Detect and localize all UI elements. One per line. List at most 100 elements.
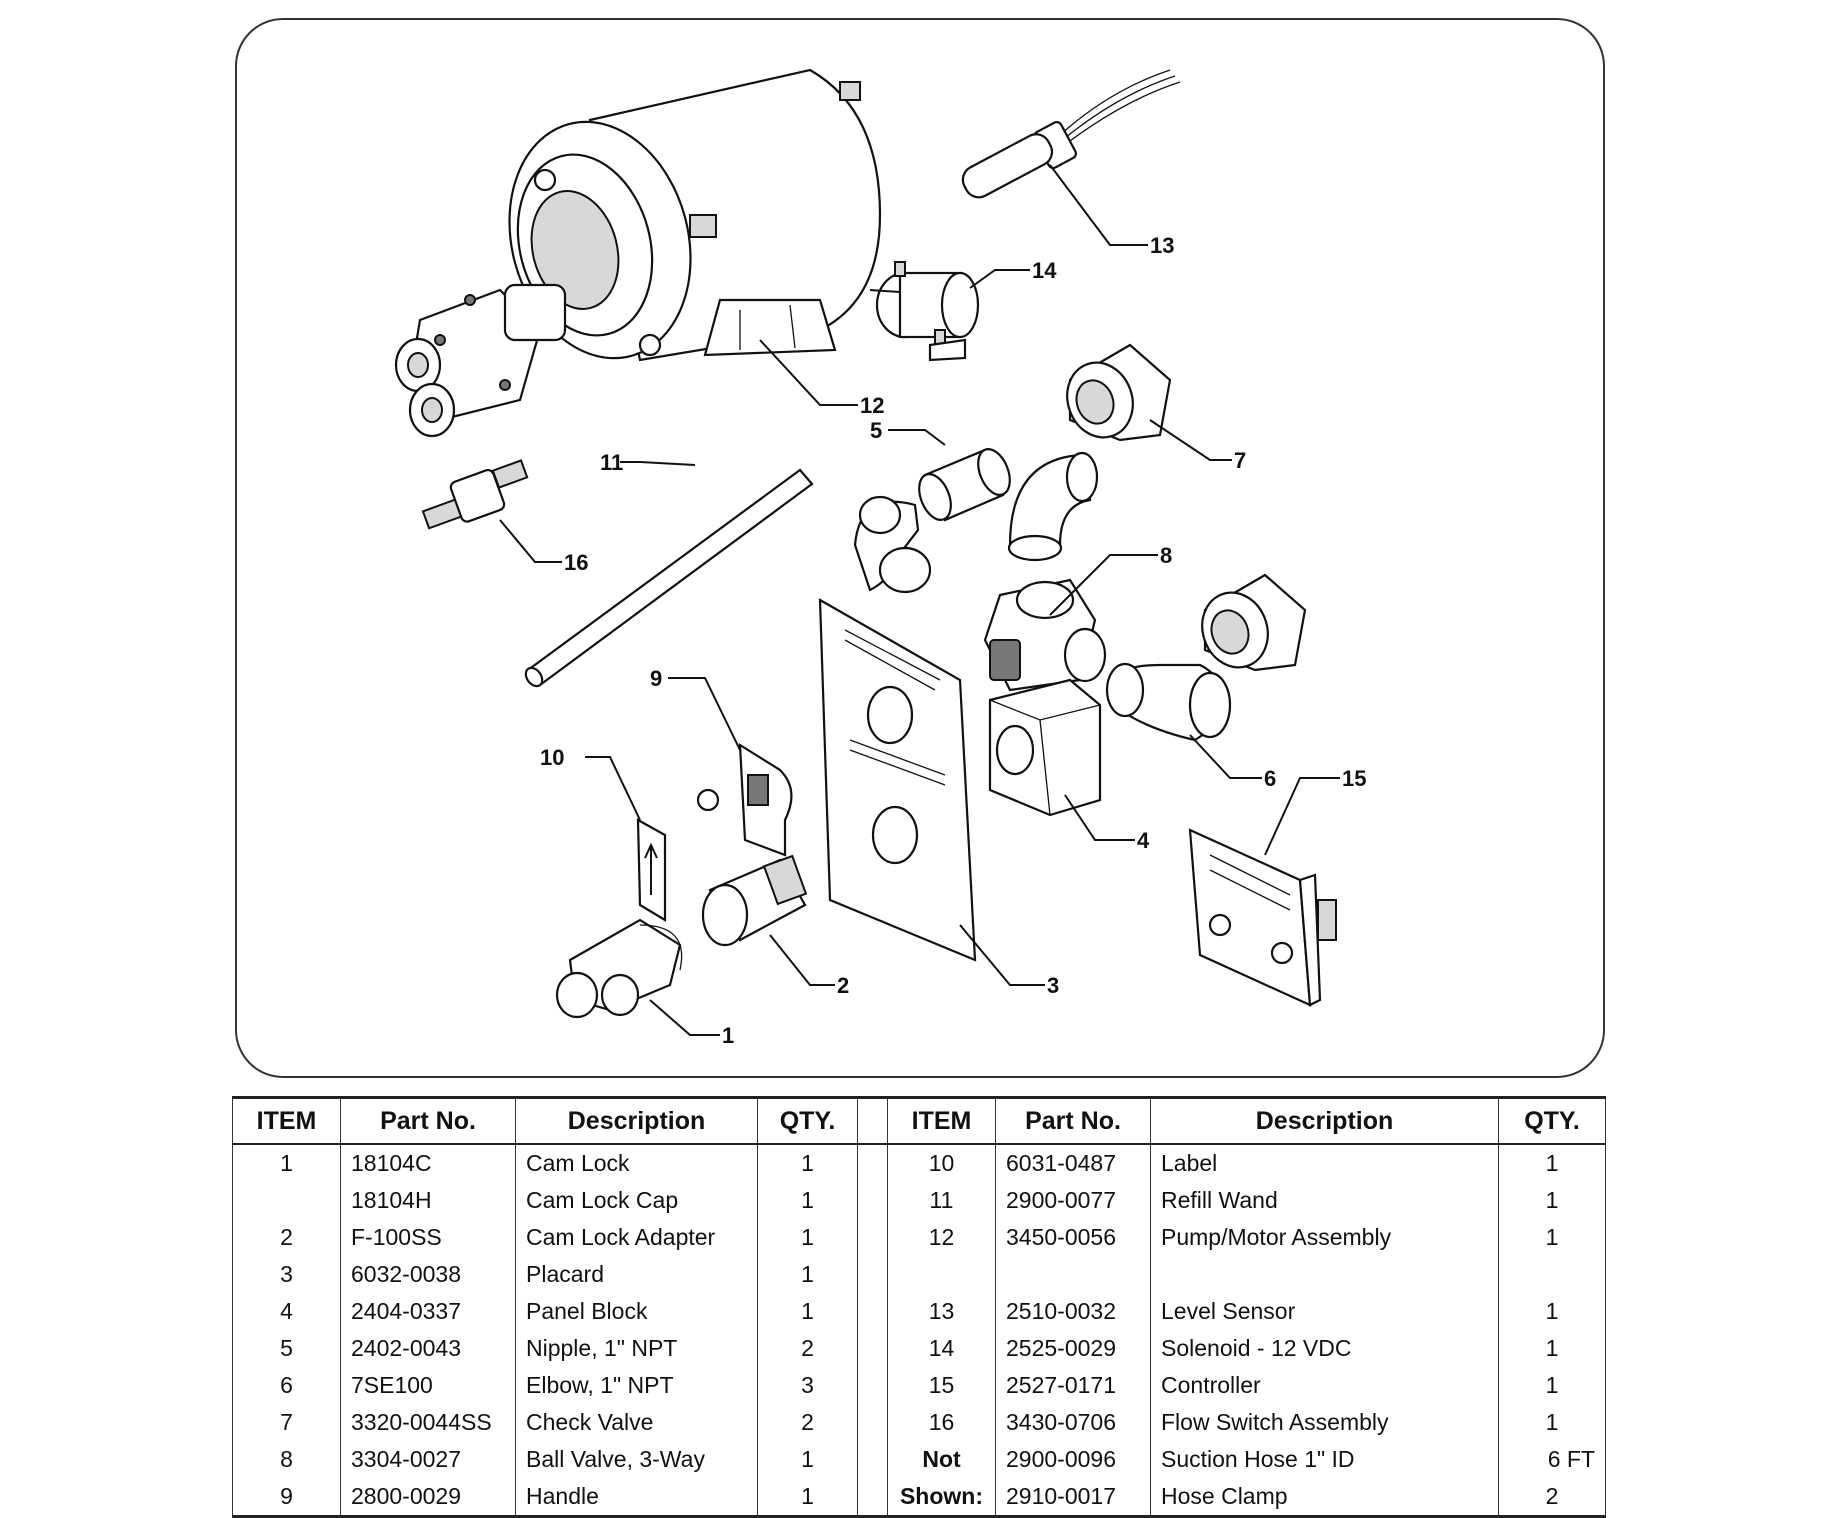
header-item-left: ITEM — [232, 1097, 341, 1144]
qty-cell: 6 FT — [1498, 1441, 1606, 1478]
spacer-cell — [857, 1256, 888, 1293]
description-cell — [1150, 1256, 1499, 1293]
elbow-upper — [1007, 451, 1099, 562]
qty-cell: 2 — [1498, 1478, 1606, 1518]
ball-valve — [983, 578, 1107, 692]
shown-label: Shown: — [887, 1478, 996, 1518]
level-sensor — [961, 69, 1181, 199]
table-row: 7 3320-0044SS Check Valve 2 16 3430-0706… — [232, 1404, 1606, 1441]
description-cell: Panel Block — [515, 1293, 758, 1330]
callout-9: 9 — [650, 666, 662, 691]
part-no-cell: 2404-0337 — [340, 1293, 516, 1330]
item-cell: 2 — [232, 1219, 341, 1256]
part-no-cell: 3430-0706 — [995, 1404, 1151, 1441]
item-cell — [887, 1256, 996, 1293]
qty-cell: 1 — [1498, 1367, 1606, 1404]
label-arrow — [636, 818, 667, 922]
qty-cell: 1 — [757, 1144, 858, 1182]
table-row: 4 2404-0337 Panel Block 1 13 2510-0032 L… — [232, 1293, 1606, 1330]
exploded-parts-diagram: 13 14 12 7 5 11 16 8 6 4 15 9 10 3 2 1 — [394, 68, 1366, 1048]
description-cell: Refill Wand — [1150, 1182, 1499, 1219]
item-cell: 12 — [887, 1219, 996, 1256]
nipple — [918, 448, 1011, 522]
spacer-cell — [857, 1404, 888, 1441]
spacer-cell — [857, 1478, 888, 1518]
part-no-cell: 2900-0077 — [995, 1182, 1151, 1219]
callout-5: 5 — [870, 418, 882, 443]
part-no-cell — [995, 1256, 1151, 1293]
qty-cell: 1 — [757, 1478, 858, 1518]
item-cell: 10 — [887, 1144, 996, 1182]
item-cell: 13 — [887, 1293, 996, 1330]
qty-cell: 1 — [1498, 1182, 1606, 1219]
spacer-cell — [857, 1441, 888, 1478]
item-cell — [232, 1182, 341, 1219]
table-row: 8 3304-0027 Ball Valve, 3-Way 1 Not 2900… — [232, 1441, 1606, 1478]
controller — [1188, 828, 1337, 1007]
part-no-cell: 2525-0029 — [995, 1330, 1151, 1367]
qty-cell: 1 — [757, 1441, 858, 1478]
description-cell: Level Sensor — [1150, 1293, 1499, 1330]
qty-cell: 1 — [757, 1256, 858, 1293]
callout-7: 7 — [1234, 448, 1246, 473]
table-row: 5 2402-0043 Nipple, 1" NPT 2 14 2525-002… — [232, 1330, 1606, 1367]
not-shown-label: Not — [887, 1441, 996, 1478]
table-row: 6 7SE100 Elbow, 1" NPT 3 15 2527-0171 Co… — [232, 1367, 1606, 1404]
callout-14: 14 — [1032, 258, 1057, 283]
header-item-right: ITEM — [887, 1097, 996, 1144]
check-valve-upper — [1066, 343, 1172, 442]
header-part-no-left: Part No. — [340, 1097, 516, 1144]
elbow-left — [853, 495, 932, 594]
refill-wand — [524, 468, 814, 688]
table-row: 9 2800-0029 Handle 1 Shown: 2910-0017 Ho… — [232, 1478, 1606, 1518]
callout-3: 3 — [1047, 973, 1059, 998]
description-cell: Hose Clamp — [1150, 1478, 1499, 1518]
callout-10: 10 — [540, 745, 564, 770]
part-no-cell: 2527-0171 — [995, 1367, 1151, 1404]
part-no-cell: 6031-0487 — [995, 1144, 1151, 1182]
item-cell: 15 — [887, 1367, 996, 1404]
description-cell: Pump/Motor Assembly — [1150, 1219, 1499, 1256]
spacer-cell — [857, 1182, 888, 1219]
qty-cell: 2 — [757, 1330, 858, 1367]
header-spacer — [857, 1097, 888, 1144]
part-no-cell: 18104C — [340, 1144, 516, 1182]
part-no-cell: 3450-0056 — [995, 1219, 1151, 1256]
item-cell: 9 — [232, 1478, 341, 1518]
description-cell: Suction Hose 1" ID — [1150, 1441, 1499, 1478]
qty-cell: 3 — [757, 1367, 858, 1404]
qty-cell: 1 — [1498, 1219, 1606, 1256]
spacer-cell — [857, 1144, 888, 1182]
check-valve-lower — [1201, 573, 1307, 672]
qty-cell — [1498, 1256, 1606, 1293]
callout-numbers: 13 14 12 7 5 11 16 8 6 4 15 9 10 3 2 1 — [540, 233, 1366, 1048]
description-cell: Check Valve — [515, 1404, 758, 1441]
item-cell: 3 — [232, 1256, 341, 1293]
item-cell: 16 — [887, 1404, 996, 1441]
qty-cell: 1 — [1498, 1330, 1606, 1367]
callout-11: 11 — [600, 450, 623, 475]
item-cell: 14 — [887, 1330, 996, 1367]
description-cell: Cam Lock Cap — [515, 1182, 758, 1219]
description-cell: Ball Valve, 3-Way — [515, 1441, 758, 1478]
qty-cell: 1 — [757, 1219, 858, 1256]
part-no-cell: 2402-0043 — [340, 1330, 516, 1367]
callout-12: 12 — [860, 393, 884, 418]
qty-cell: 1 — [1498, 1144, 1606, 1182]
item-cell: 5 — [232, 1330, 341, 1367]
handle — [696, 742, 793, 857]
spacer-cell — [857, 1219, 888, 1256]
header-part-no-right: Part No. — [995, 1097, 1151, 1144]
description-cell: Elbow, 1" NPT — [515, 1367, 758, 1404]
callout-8: 8 — [1160, 543, 1172, 568]
description-cell: Controller — [1150, 1367, 1499, 1404]
cam-lock-adapter — [701, 854, 808, 947]
description-cell: Label — [1150, 1144, 1499, 1182]
placard — [818, 598, 977, 962]
item-cell: 6 — [232, 1367, 341, 1404]
header-qty-right: QTY. — [1498, 1097, 1606, 1144]
header-description-right: Description — [1150, 1097, 1499, 1144]
panel-block — [988, 678, 1102, 817]
table-row: 3 6032-0038 Placard 1 — [232, 1256, 1606, 1293]
elbow-right — [1105, 662, 1232, 742]
